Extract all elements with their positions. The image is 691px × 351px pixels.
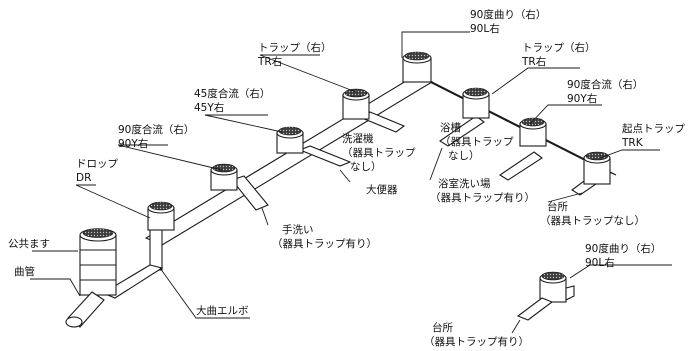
leader-lines: [30, 31, 672, 334]
label-90l-top-a: 90度曲り（右）: [470, 9, 547, 21]
fitting-start-trap: [583, 151, 611, 185]
label-90y-2-a: 90度合流（右）: [567, 79, 644, 91]
public-manhole: [65, 228, 117, 328]
label-handwash-a: 手洗い: [282, 224, 314, 236]
label-start-trap-a: 起点トラップ: [622, 123, 685, 135]
kitchen-90l-fitting: [516, 271, 575, 321]
label-drop-b: DR: [76, 172, 92, 184]
label-handwash-b: （器具トラップ有り）: [272, 238, 377, 250]
label-trap-2-b: TR右: [522, 56, 547, 68]
label-trap-2-a: トラップ（右）: [522, 42, 596, 54]
label-45y-b: 45Y右: [194, 102, 225, 114]
label-washer-c: なし）: [350, 161, 382, 173]
label-toilet: 大便器: [366, 184, 398, 196]
fitting-drop: [147, 201, 175, 231]
label-bathtub-c: なし）: [448, 150, 480, 162]
label-washer-a: 洗濯機: [342, 133, 374, 145]
label-90l-top-b: 90L右: [470, 23, 500, 35]
label-bathtub-a: 浴槽: [440, 122, 461, 134]
label-trap-1-a: トラップ（右）: [258, 42, 332, 54]
branch-pipes: [231, 111, 597, 211]
fitting-90y-2: [519, 117, 547, 147]
label-kitchen-1-a: 台所: [547, 201, 568, 213]
label-90y-2-b: 90Y右: [567, 93, 598, 105]
label-bath-floor-a: 浴室洗い場: [438, 178, 491, 190]
label-90l-kitchen-a: 90度曲り（右）: [585, 243, 662, 255]
label-trap-1-b: TR右: [258, 56, 283, 68]
label-90l-kitchen-b: 90L右: [585, 257, 615, 269]
label-bathtub-b: （器具トラップ: [440, 136, 514, 148]
label-90y-1-b: 90Y右: [118, 138, 149, 150]
fitting-trap-1: [342, 88, 370, 120]
label-kitchen-1-b: （器具トラップなし）: [540, 215, 645, 227]
label-drop-a: ドロップ: [76, 158, 118, 170]
label-90y-1-a: 90度合流（右）: [118, 124, 195, 136]
label-long-elbow: 大曲エルボ: [196, 305, 249, 317]
fitting-45y: [276, 126, 304, 154]
label-kitchen-2-a: 台所: [432, 322, 453, 334]
label-bend-pipe: 曲管: [14, 266, 35, 278]
label-45y-a: 45度合流（右）: [194, 88, 271, 100]
label-public-manhole: 公共ます: [8, 238, 50, 250]
fitting-90l-top: [402, 51, 432, 83]
label-kitchen-2-b: （器具トラップ有り）: [424, 336, 529, 348]
label-bath-floor-b: （器具トラップ有り）: [430, 192, 535, 204]
label-start-trap-b: TRK: [622, 137, 643, 149]
label-washer-b: （器具トラップ: [342, 147, 416, 159]
fitting-trap-2: [462, 87, 490, 119]
